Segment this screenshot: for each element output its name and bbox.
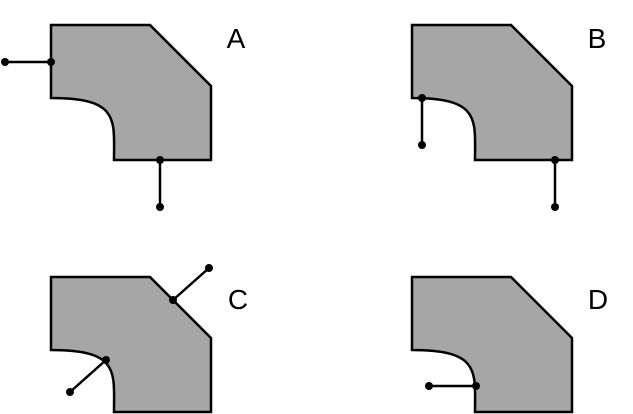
node-a-bottom-contact: [156, 156, 164, 164]
node-b-left-contact: [418, 94, 426, 102]
node-b-left-end: [418, 141, 426, 149]
node-a-bottom-end: [156, 203, 164, 211]
lead-c-curve: [69, 359, 107, 393]
shape-b: [410, 23, 574, 162]
node-c-diagonal-contact: [169, 296, 177, 304]
node-d-horizontal-end: [425, 382, 433, 390]
panel-c: C: [49, 264, 248, 414]
panel-letter-b: B: [588, 23, 607, 54]
panel-a: A: [1, 23, 246, 211]
shape-c: [49, 275, 213, 414]
node-a-left-contact: [47, 58, 55, 66]
panel-letter-d: D: [588, 284, 608, 315]
node-c-diagonal-end: [205, 264, 213, 272]
shape-a: [49, 23, 213, 162]
node-c-curve-end: [66, 388, 74, 396]
lead-c-diagonal: [172, 267, 210, 301]
node-b-bottom-end: [551, 203, 559, 211]
node-c-curve-contact: [102, 356, 110, 364]
node-a-left-end: [1, 58, 9, 66]
panel-d: D: [410, 275, 608, 414]
node-b-bottom-contact: [551, 156, 559, 164]
node-d-horizontal-contact: [472, 382, 480, 390]
panel-letter-c: C: [228, 284, 248, 315]
shape-d: [410, 275, 574, 414]
panel-b: B: [410, 23, 607, 211]
panel-letter-a: A: [227, 23, 246, 54]
